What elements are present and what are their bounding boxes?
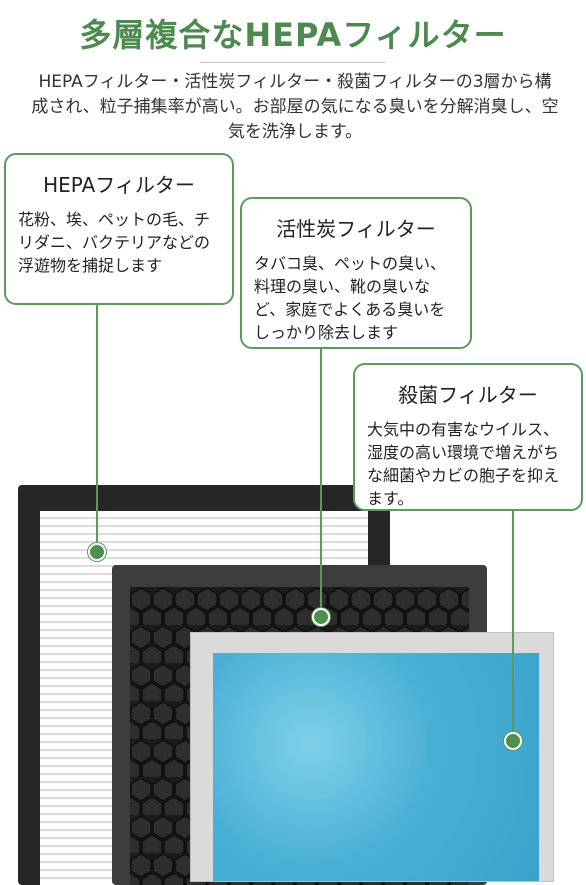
- callout-sterilization-text: 大気中の有害なウイルス、湿度の高い環境で増えがちな細菌やカビの胞子を抑えます。: [367, 420, 560, 508]
- callout-hepa-text: 花粉、埃、ペットの毛、チリダニ、バクテリアなどの浮遊物を捕捉します: [18, 210, 211, 275]
- hepa-connector-line: [96, 305, 98, 551]
- callout-sterilization-title: 殺菌フィルター: [398, 383, 538, 407]
- sterilization-connector-line: [512, 511, 514, 733]
- page-title: 多層複合なHEPAフィルター: [79, 16, 507, 54]
- callout-sterilization: 殺菌フィルター 大気中の有害なウイルス、湿度の高い環境で増えがちな細菌やカビの胞…: [353, 363, 583, 511]
- callout-carbon: 活性炭フィルター タバコ臭、ペットの臭い、料理の臭い、靴の臭いなど、家庭でよくあ…: [240, 197, 472, 349]
- sterilization-filter-image: [190, 632, 554, 882]
- carbon-connector-line: [320, 349, 322, 609]
- hepa-marker-dot: [88, 543, 106, 561]
- callout-hepa-title: HEPAフィルター: [43, 173, 195, 197]
- title-divider: [200, 62, 386, 63]
- page-description: HEPAフィルター・活性炭フィルター・殺菌フィルターの3層から構成され、粒子捕集…: [31, 72, 559, 142]
- callout-carbon-text: タバコ臭、ペットの臭い、料理の臭い、靴の臭いなど、家庭でよくある臭いをしっかり除…: [254, 254, 447, 342]
- sterilization-media: [213, 653, 539, 881]
- callout-carbon-title: 活性炭フィルター: [276, 217, 436, 241]
- callout-hepa: HEPAフィルター 花粉、埃、ペットの毛、チリダニ、バクテリアなどの浮遊物を捕捉…: [4, 153, 234, 305]
- sterilization-marker-dot: [504, 732, 522, 750]
- carbon-marker-dot: [312, 608, 330, 626]
